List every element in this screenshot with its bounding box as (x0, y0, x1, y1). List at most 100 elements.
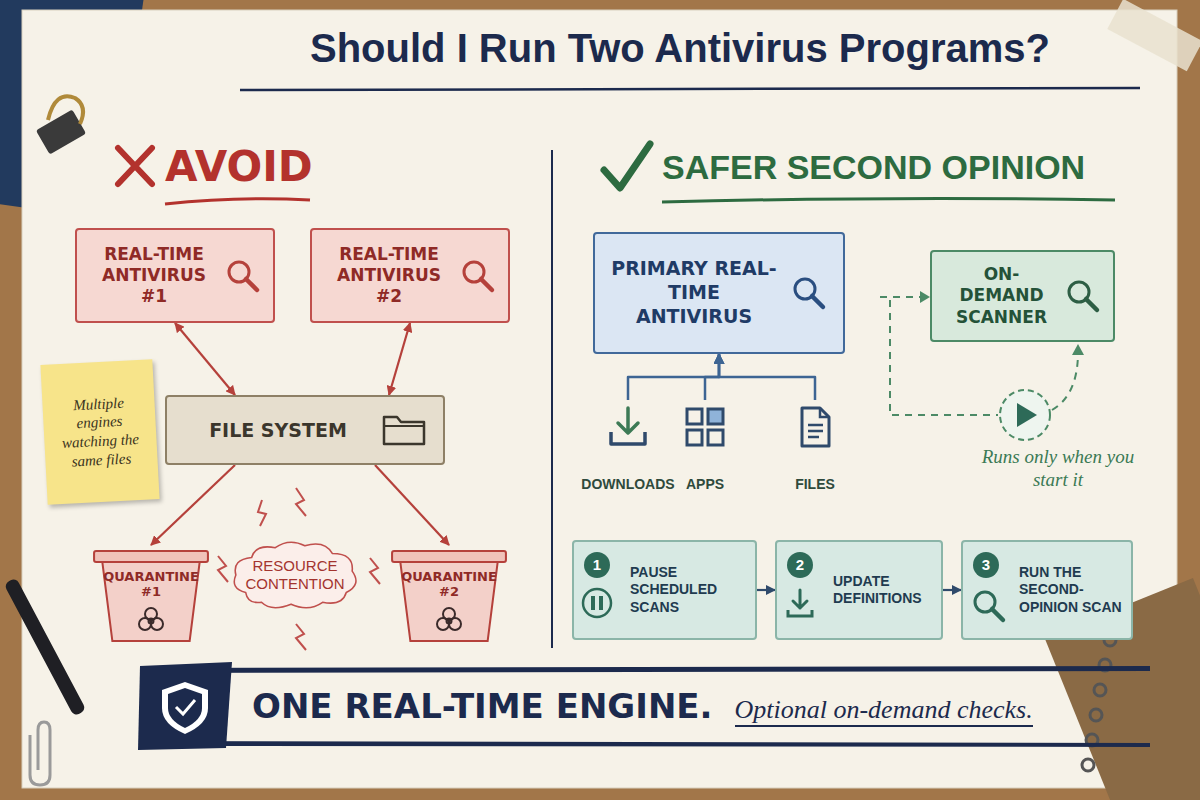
text-block: APPS (670, 476, 740, 492)
text-block: RESOURCE CONTENTION (242, 557, 348, 593)
connector (175, 323, 235, 395)
node-text: QUARANTINE #1 (100, 569, 202, 599)
paper (22, 10, 1177, 788)
node-text: ON-DEMAND SCANNER (946, 264, 1057, 328)
source-icon: DOWNLOADS (578, 400, 678, 496)
biohazard-icon (137, 606, 165, 634)
biohazard-symbol (435, 606, 463, 637)
connector (389, 323, 410, 395)
section-heading: SAFER SECOND OPINION (662, 148, 1132, 187)
process-box: ON-DEMAND SCANNER (930, 250, 1115, 342)
text-block: PAUSE SCHEDULED SCANS (630, 564, 747, 617)
box-icon (789, 273, 829, 319)
node-text: PRIMARY REAL-TIME ANTIVIRUS (611, 257, 777, 328)
node-text: FILES (780, 476, 850, 492)
text-block: REAL-TIME ANTIVIRUS #2 (326, 244, 452, 308)
band-brush (138, 662, 1150, 750)
source-icon: FILES (778, 400, 852, 496)
title-underline (240, 88, 1140, 90)
node-text: QUARANTINE #2 (398, 569, 500, 599)
biohazard-icon (435, 606, 463, 634)
connector (943, 589, 961, 591)
quarantine-bin: QUARANTINE #2 (388, 545, 510, 645)
magnifier-icon (1063, 276, 1103, 316)
node-subtext: RUN THE SECOND-OPINION SCAN (1019, 564, 1123, 617)
box-icon (580, 586, 614, 625)
text-block: ON-DEMAND SCANNER (946, 264, 1057, 328)
node-text: REAL-TIME ANTIVIRUS #1 (91, 244, 217, 308)
node-text: DOWNLOADS (580, 476, 676, 492)
process-box: REAL-TIME ANTIVIRUS #1 (75, 228, 275, 323)
text-block: FILES (780, 476, 850, 492)
box-icon (682, 404, 728, 453)
process-box: PRIMARY REAL-TIME ANTIVIRUS (593, 232, 845, 354)
section-heading: AVOID (165, 142, 365, 191)
sticky-note: Multiple engines watching the same files (40, 359, 159, 505)
step-box: UPDATE DEFINITIONS 2 (775, 540, 943, 640)
text-block: REAL-TIME ANTIVIRUS #1 (91, 244, 217, 308)
process-box: REAL-TIME ANTIVIRUS #2 (310, 228, 510, 323)
folder-icon (381, 412, 427, 448)
text-block: ONE REAL-TIME ENGINE. Optional on-demand … (252, 686, 1140, 727)
pen (4, 577, 87, 716)
biohazard-symbol (137, 606, 165, 637)
text-block: QUARANTINE #1 (100, 569, 202, 599)
box-icon (381, 412, 427, 452)
node-subtext: UPDATE DEFINITIONS (833, 573, 933, 608)
band-heading: ONE REAL-TIME ENGINE. (252, 686, 713, 726)
text-block: PRIMARY REAL-TIME ANTIVIRUS (611, 257, 777, 328)
text-block: UPDATE DEFINITIONS (833, 573, 933, 608)
connector (719, 354, 815, 400)
box-icon (1063, 276, 1103, 321)
text-block: FILE SYSTEM (183, 419, 373, 441)
connector (375, 465, 449, 545)
text-block: DOWNLOADS (580, 476, 676, 492)
box-icon (969, 586, 1009, 631)
magnifier-icon (969, 586, 1009, 626)
storage-box: FILE SYSTEM (165, 395, 445, 465)
step-box: PAUSE SCHEDULED SCANS 1 (572, 540, 757, 640)
connector (628, 354, 719, 400)
magnifier-icon (458, 256, 498, 296)
divider (552, 150, 553, 648)
box-icon (792, 404, 838, 453)
file-icon (792, 404, 838, 450)
connector (705, 354, 719, 400)
text-block: QUARANTINE #2 (398, 569, 500, 599)
box-icon (458, 256, 498, 301)
magnifier-icon (789, 273, 829, 313)
apps-icon (682, 404, 728, 450)
node-text: APPS (670, 476, 740, 492)
update-icon (783, 586, 817, 620)
text-block: RUN THE SECOND-OPINION SCAN (1019, 564, 1123, 617)
node-text: REAL-TIME ANTIVIRUS #2 (326, 244, 452, 308)
magnifier-icon (223, 256, 263, 296)
box-icon (783, 586, 817, 625)
quarantine-bin: QUARANTINE #1 (90, 545, 212, 645)
contention-cloud: RESOURCE CONTENTION (226, 538, 364, 612)
paperclip (30, 722, 50, 785)
summary-band: ONE REAL-TIME ENGINE. Optional on-demand … (140, 668, 1150, 744)
source-icon: APPS (668, 400, 742, 496)
download-icon (605, 404, 651, 450)
step-number: 2 (787, 552, 813, 578)
step-number: 1 (584, 552, 610, 578)
box-icon (605, 404, 651, 453)
connector (151, 465, 235, 545)
step-box: RUN THE SECOND-OPINION SCAN3 (961, 540, 1133, 640)
node-text: RESOURCE CONTENTION (242, 557, 348, 593)
lightning (218, 488, 380, 650)
connector (757, 589, 775, 591)
band-note: Optional on-demand checks. (735, 695, 1033, 727)
tape (1107, 0, 1200, 71)
play-button (1000, 390, 1050, 440)
node-text: Multiple engines watching the same files (52, 392, 148, 472)
binder-clip (36, 96, 86, 154)
diagram-title: Should I Run Two Antivirus Programs? (180, 26, 1180, 71)
note-label: Runs only when you start it (978, 446, 1138, 492)
box-icon (223, 256, 263, 301)
pause-icon (580, 586, 614, 620)
node-text: FILE SYSTEM (183, 419, 373, 441)
